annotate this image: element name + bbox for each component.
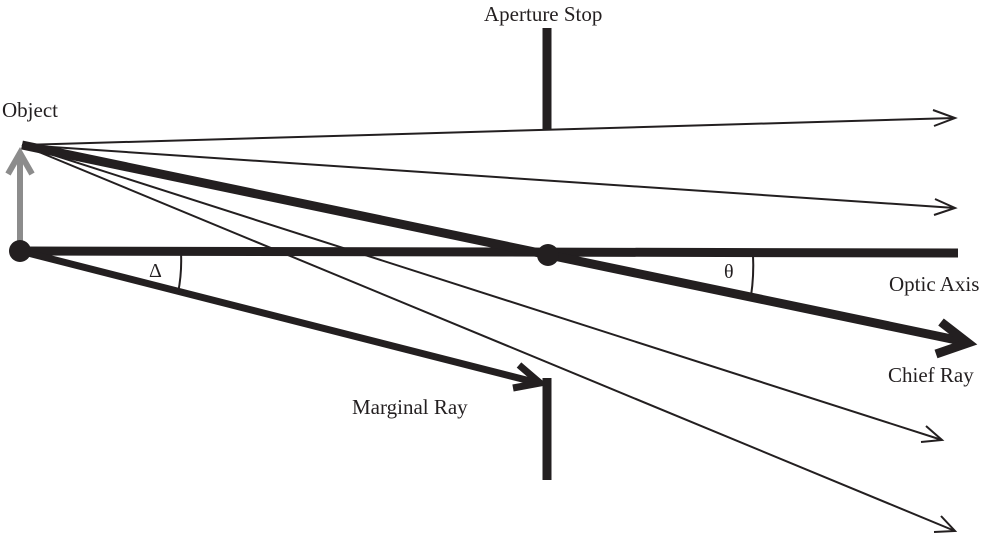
ray-1-arrowhead (932, 109, 958, 127)
ray-3-arrowhead (920, 425, 945, 443)
theta-angle-arc (750, 254, 755, 297)
stop-center-point (537, 244, 559, 266)
ray-4 (21, 144, 956, 532)
chief-ray-arrowhead (934, 318, 978, 359)
optic-axis-label: Optic Axis (889, 272, 980, 296)
theta-symbol: θ (724, 261, 734, 283)
marginal-ray-line (19, 247, 539, 387)
aperture-stop-label: Aperture Stop (484, 2, 603, 26)
delta-angle-arc (177, 252, 183, 294)
optic-axis-line (19, 246, 959, 258)
ray-1 (21, 117, 956, 146)
marginal-ray-label: Marginal Ray (352, 395, 468, 419)
delta-symbol: Δ (149, 260, 162, 282)
ray-3 (21, 144, 943, 441)
chief-ray-line (21, 140, 967, 347)
ray-4-arrowhead (933, 515, 958, 533)
object-arrowhead (5, 146, 35, 176)
object-label: Object (2, 98, 58, 122)
ray-2 (21, 144, 956, 209)
ray-2-arrowhead (933, 198, 958, 216)
chief-ray-label: Chief Ray (888, 363, 974, 387)
object-base-point (9, 240, 31, 262)
marginal-ray-arrowhead (512, 362, 548, 392)
